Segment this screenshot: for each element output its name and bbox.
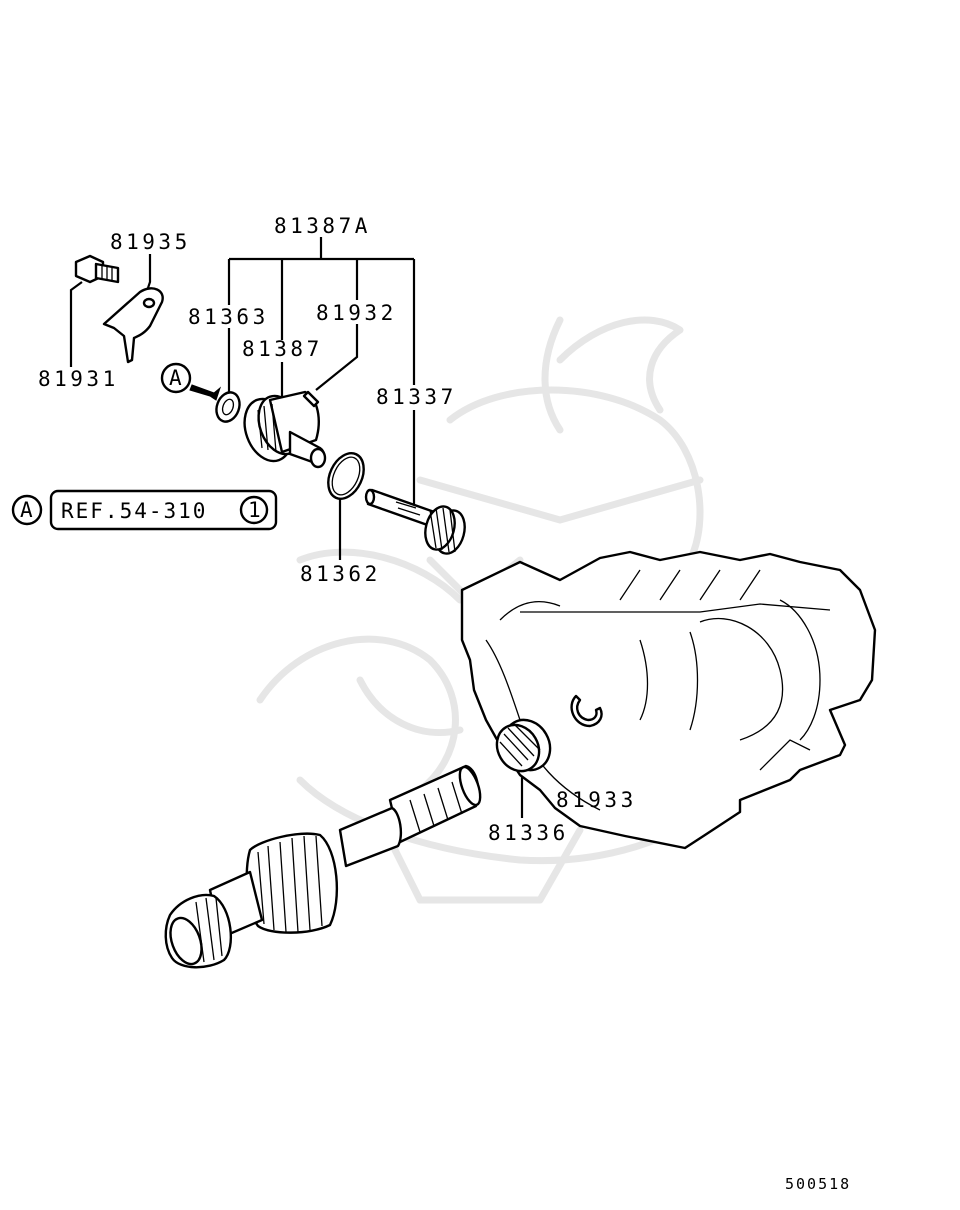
callout-a: A [160,362,222,401]
watermark-logo [256,316,724,904]
seal-81363 [215,391,241,423]
label-81933: 81933 [556,788,637,812]
label-81932: 81932 [316,301,397,325]
sleeve-81387 [243,390,327,469]
callout-a-label: A [169,366,185,390]
reference-marker: A [20,498,36,522]
label-81387a: 81387A [274,214,371,238]
label-81363: 81363 [188,305,269,329]
pin-81932 [302,390,320,408]
part-labels: 81387A 81935 81363 81932 81387 81931 813… [38,214,637,845]
label-81387: 81387 [242,337,323,361]
o-ring-81362 [327,452,365,500]
reference-circled-number: 1 [248,498,263,522]
snap-ring-81933 [570,694,603,728]
bearing-81336 [495,718,552,773]
transmission-case [460,550,877,850]
figure-code: 500518 [785,1175,851,1193]
plate-81935 [102,287,164,364]
label-81935: 81935 [110,230,191,254]
bolt-81931 [74,254,120,284]
reference-text: REF.54-310 [61,499,207,523]
label-81336: 81336 [488,821,569,845]
label-81362: 81362 [300,562,381,586]
gear-81337 [364,488,466,555]
leader-lines [69,237,593,818]
reference-box: A REF.54-310 1 [11,489,278,531]
label-81337: 81337 [376,385,457,409]
main-shaft [164,764,482,969]
label-81931: 81931 [38,367,119,391]
